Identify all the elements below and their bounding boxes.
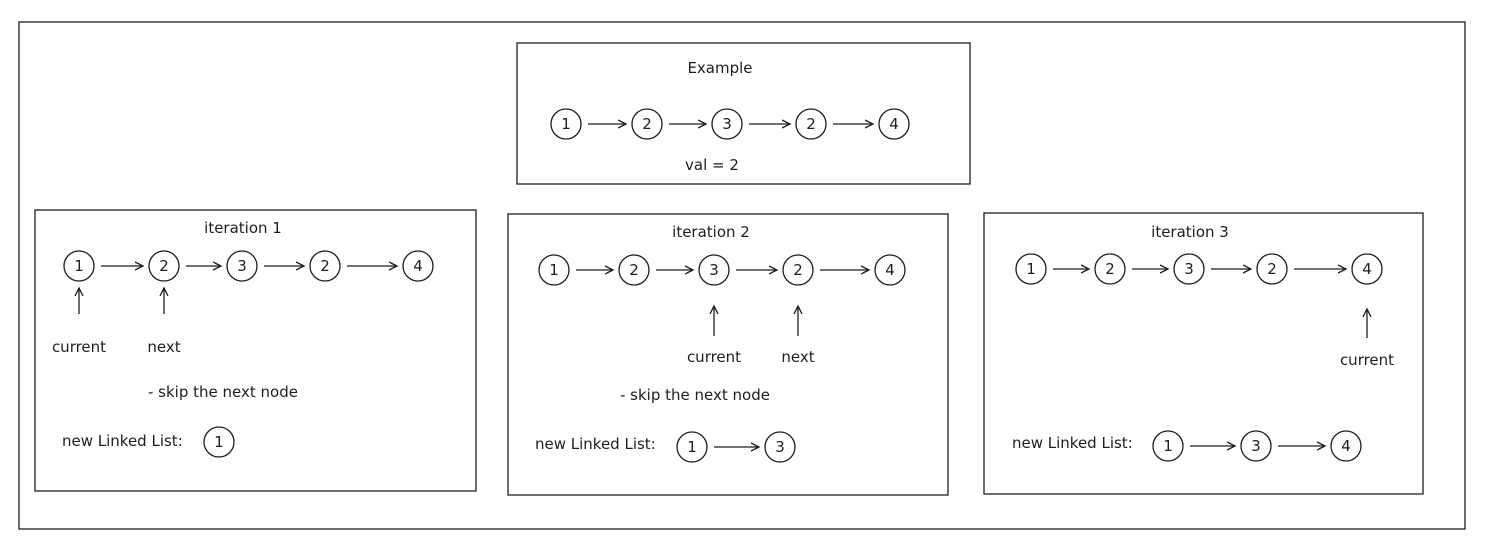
iteration-3-new-list-label: new Linked List: (1012, 434, 1133, 452)
iteration-1-node (63, 250, 95, 282)
iteration-1-title: iteration 1 (204, 219, 282, 237)
iteration-2-new-list-node (764, 431, 796, 463)
iteration-2-node-row: 1 2 3 2 4 (538, 254, 906, 286)
iteration-3-title: iteration 3 (1151, 223, 1229, 241)
iteration-3-node-value: 4 (1362, 260, 1372, 278)
iteration-3-new-list-node-value: 4 (1341, 437, 1351, 455)
example-node-value: 4 (889, 115, 899, 133)
example-node-value: 1 (561, 115, 571, 133)
example-node (795, 108, 827, 140)
iteration-2-node-value: 3 (709, 261, 719, 279)
iteration-2-node-value: 1 (549, 261, 559, 279)
iteration-2-panel: iteration 2 1 2 3 2 4 current next - skip the… (507, 213, 949, 496)
iteration-1-new-list-node (203, 426, 235, 458)
iteration-1-pointer-label: current (52, 338, 106, 356)
iteration-2-node-value: 2 (793, 261, 803, 279)
example-node (878, 108, 910, 140)
example-node-value: 3 (722, 115, 732, 133)
iteration-2-new-list-node-value: 1 (687, 438, 697, 456)
example-node-value: 2 (642, 115, 652, 133)
iteration-1-panel: iteration 1 1 2 3 2 4 current next - skip the… (34, 209, 477, 492)
example-node (550, 108, 582, 140)
iteration-3-node (1094, 253, 1126, 285)
iteration-3-pointers: current (1340, 309, 1394, 369)
iteration-1-node-value: 4 (413, 257, 423, 275)
example-val-text: val = 2 (685, 156, 739, 174)
iteration-2-note: - skip the next node (620, 386, 770, 404)
iteration-3-new-list-node (1152, 430, 1184, 462)
iteration-3-new-list-node (1330, 430, 1362, 462)
iteration-1-pointer-label: next (147, 338, 180, 356)
iteration-2-node (698, 254, 730, 286)
example-node-value: 2 (806, 115, 816, 133)
iteration-2-node (538, 254, 570, 286)
iteration-2-node (874, 254, 906, 286)
iteration-2-node-value: 4 (885, 261, 895, 279)
iteration-3-box (983, 212, 1424, 495)
iteration-2-new-list-label: new Linked List: (535, 435, 656, 453)
example-node-row: 1 2 3 2 4 (550, 108, 910, 140)
iteration-3-node (1256, 253, 1288, 285)
outer-frame (18, 21, 1466, 530)
iteration-3-node (1173, 253, 1205, 285)
iteration-2-pointers: current next (687, 306, 815, 366)
iteration-2-node (618, 254, 650, 286)
iteration-3-new-list-node (1240, 430, 1272, 462)
example-box (516, 42, 971, 185)
iteration-1-new-list-node-value: 1 (214, 433, 224, 451)
iteration-3-node-value: 3 (1184, 260, 1194, 278)
iteration-1-node (148, 250, 180, 282)
example-node (631, 108, 663, 140)
iteration-1-pointers: current next (52, 288, 181, 356)
iteration-1-node-value: 2 (320, 257, 330, 275)
iteration-1-node (402, 250, 434, 282)
iteration-3-node-value: 2 (1267, 260, 1277, 278)
iteration-1-node (226, 250, 258, 282)
iteration-1-new-list: 1 (203, 426, 235, 458)
iteration-1-node-value: 2 (159, 257, 169, 275)
iteration-2-new-list-node (676, 431, 708, 463)
iteration-1-note: - skip the next node (148, 383, 298, 401)
iteration-1-node-value: 1 (74, 257, 84, 275)
iteration-1-box (34, 209, 477, 492)
iteration-3-new-list-node-value: 3 (1251, 437, 1261, 455)
iteration-2-box (507, 213, 949, 496)
iteration-3-pointer-label: current (1340, 351, 1394, 369)
iteration-2-new-list-node-value: 3 (775, 438, 785, 456)
iteration-3-node-value: 1 (1026, 260, 1036, 278)
iteration-3-new-list-node-value: 1 (1163, 437, 1173, 455)
iteration-2-node (782, 254, 814, 286)
example-panel: Example 1 2 3 2 4 val = 2 (516, 42, 971, 185)
iteration-3-panel: iteration 3 1 2 3 2 4 current new Linked Lis… (983, 212, 1424, 495)
iteration-3-node (1351, 253, 1383, 285)
iteration-1-node-row: 1 2 3 2 4 (63, 250, 434, 282)
iteration-3-new-list: 1 3 4 (1152, 430, 1362, 462)
iteration-3-node-row: 1 2 3 2 4 (1015, 253, 1383, 285)
iteration-2-title: iteration 2 (672, 223, 750, 241)
iteration-2-pointer-label: current (687, 348, 741, 366)
iteration-1-node-value: 3 (237, 257, 247, 275)
iteration-1-node (309, 250, 341, 282)
example-title: Example (687, 59, 752, 77)
iteration-3-node (1015, 253, 1047, 285)
iteration-3-node-value: 2 (1105, 260, 1115, 278)
example-node (711, 108, 743, 140)
iteration-2-pointer-label: next (781, 348, 814, 366)
iteration-1-new-list-label: new Linked List: (62, 432, 183, 450)
iteration-2-node-value: 2 (629, 261, 639, 279)
